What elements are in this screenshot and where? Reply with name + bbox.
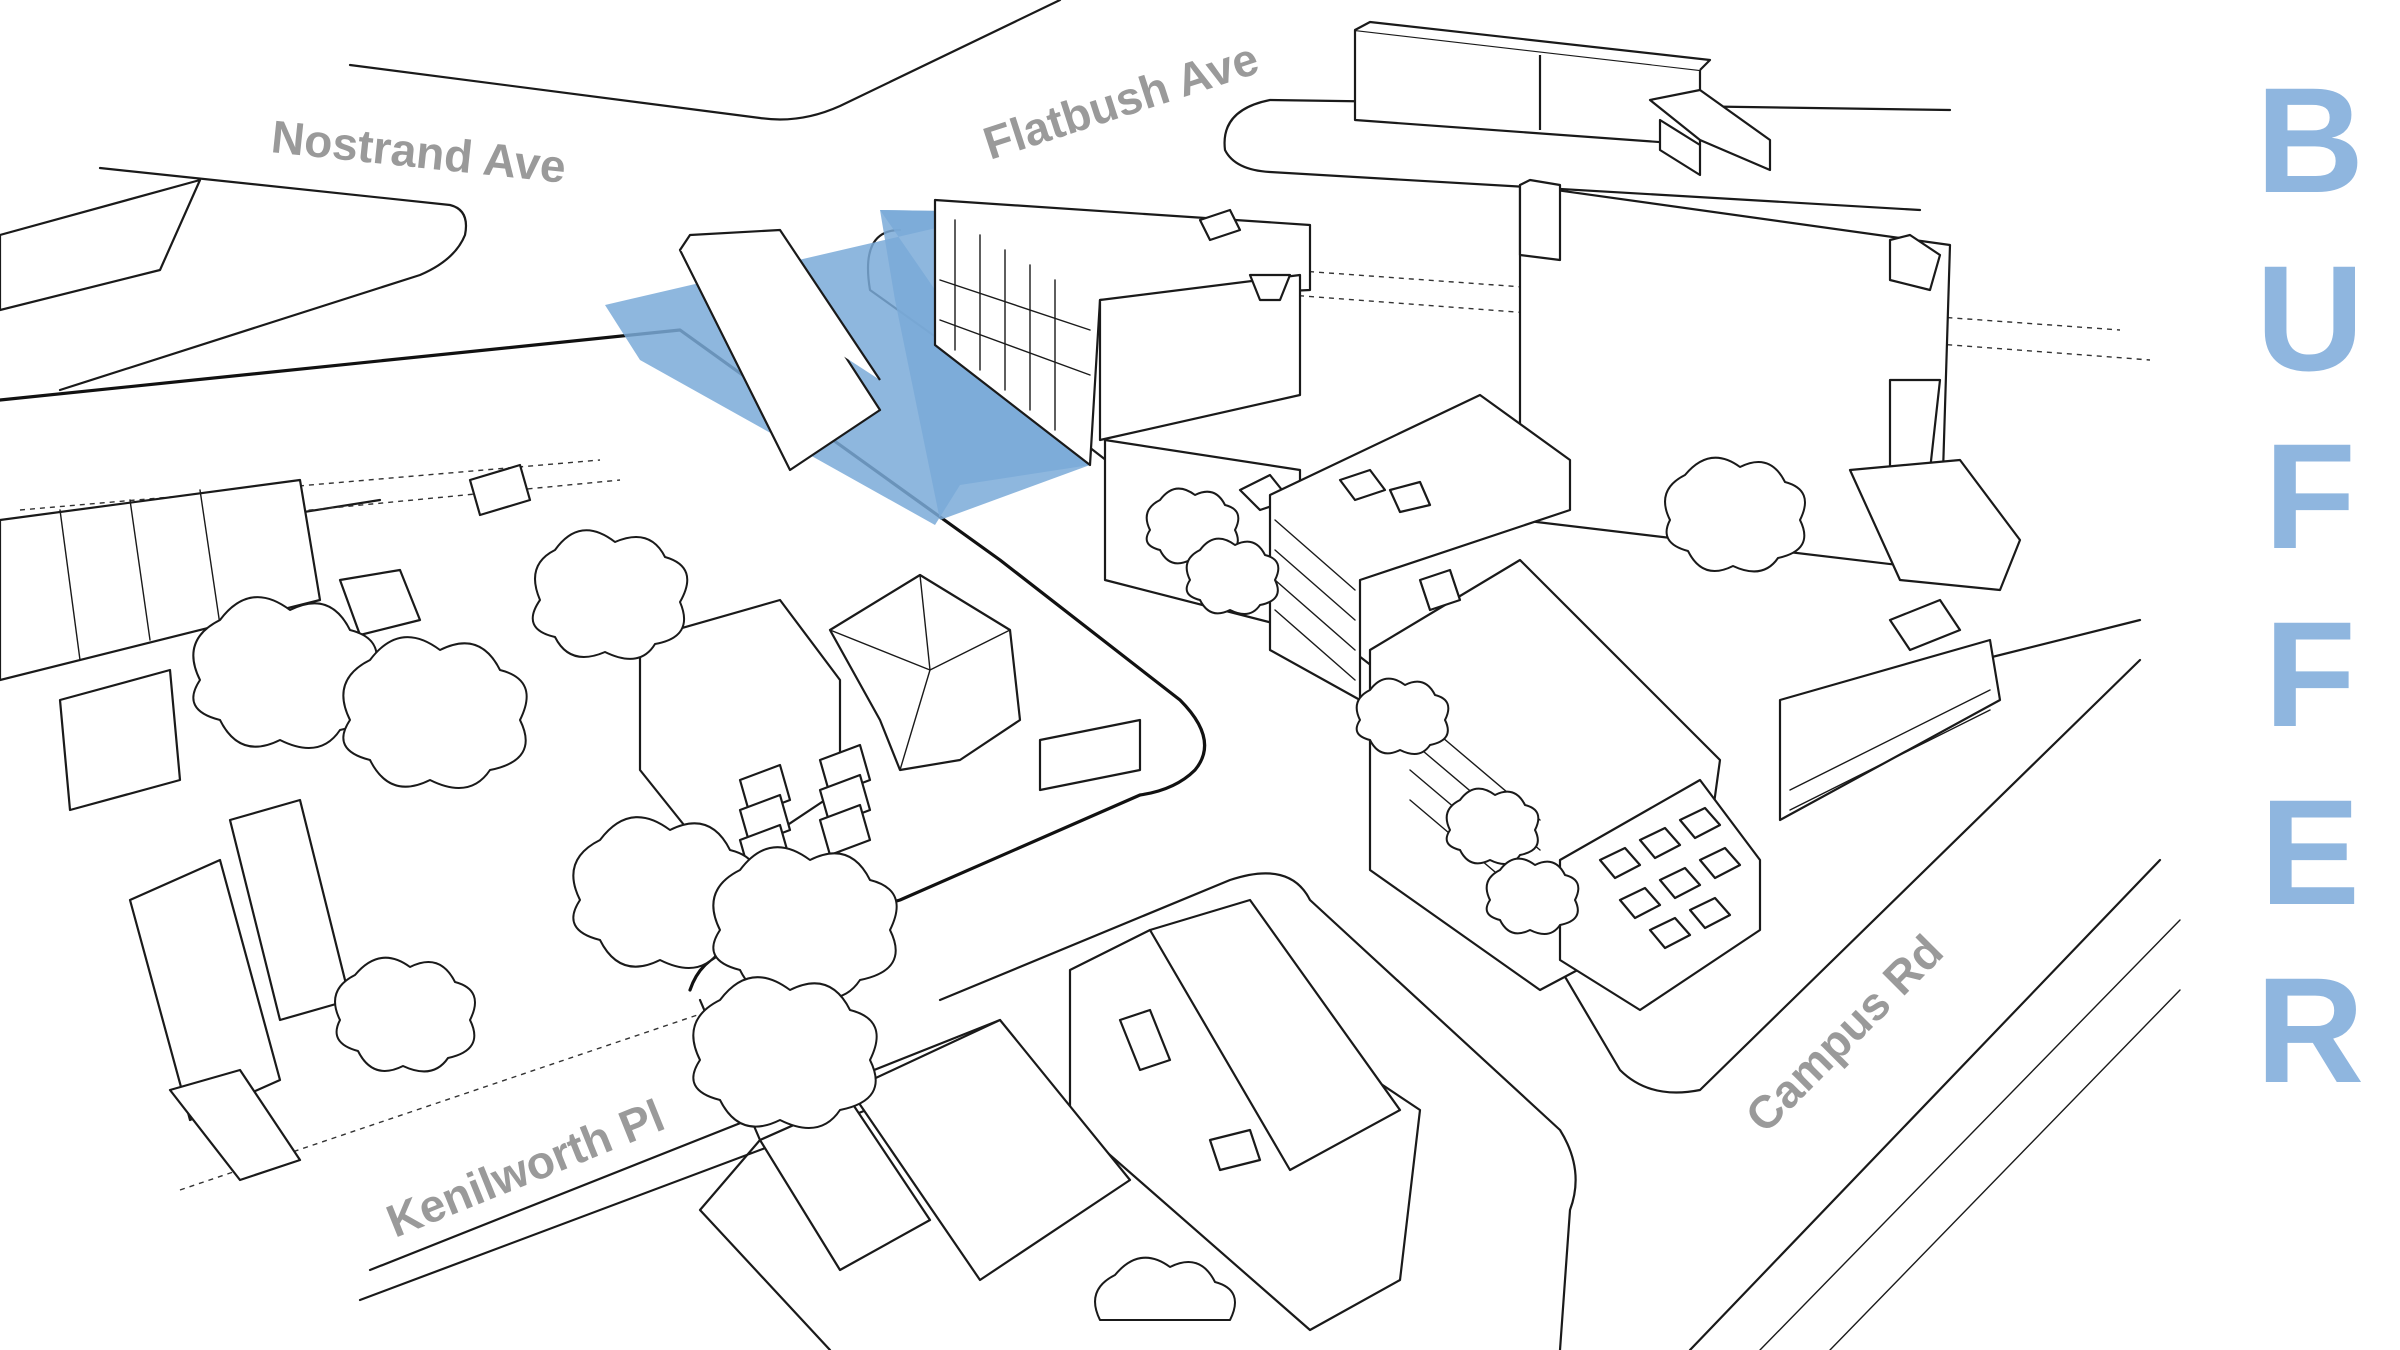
- title-letter: B: [2255, 56, 2365, 224]
- title-letter: R: [2255, 946, 2365, 1114]
- title-letter: F: [2264, 412, 2356, 580]
- trees: [192, 456, 1806, 1321]
- title-letter: U: [2255, 234, 2365, 402]
- buffer-title: B U F F E R: [2240, 60, 2380, 1110]
- title-letter: F: [2264, 590, 2356, 758]
- street-label-nostrand: Nostrand Ave: [269, 110, 568, 193]
- street-label-flatbush: Flatbush Ave: [977, 32, 1265, 170]
- buildings: [0, 20, 2022, 1332]
- title-letter: E: [2259, 768, 2361, 936]
